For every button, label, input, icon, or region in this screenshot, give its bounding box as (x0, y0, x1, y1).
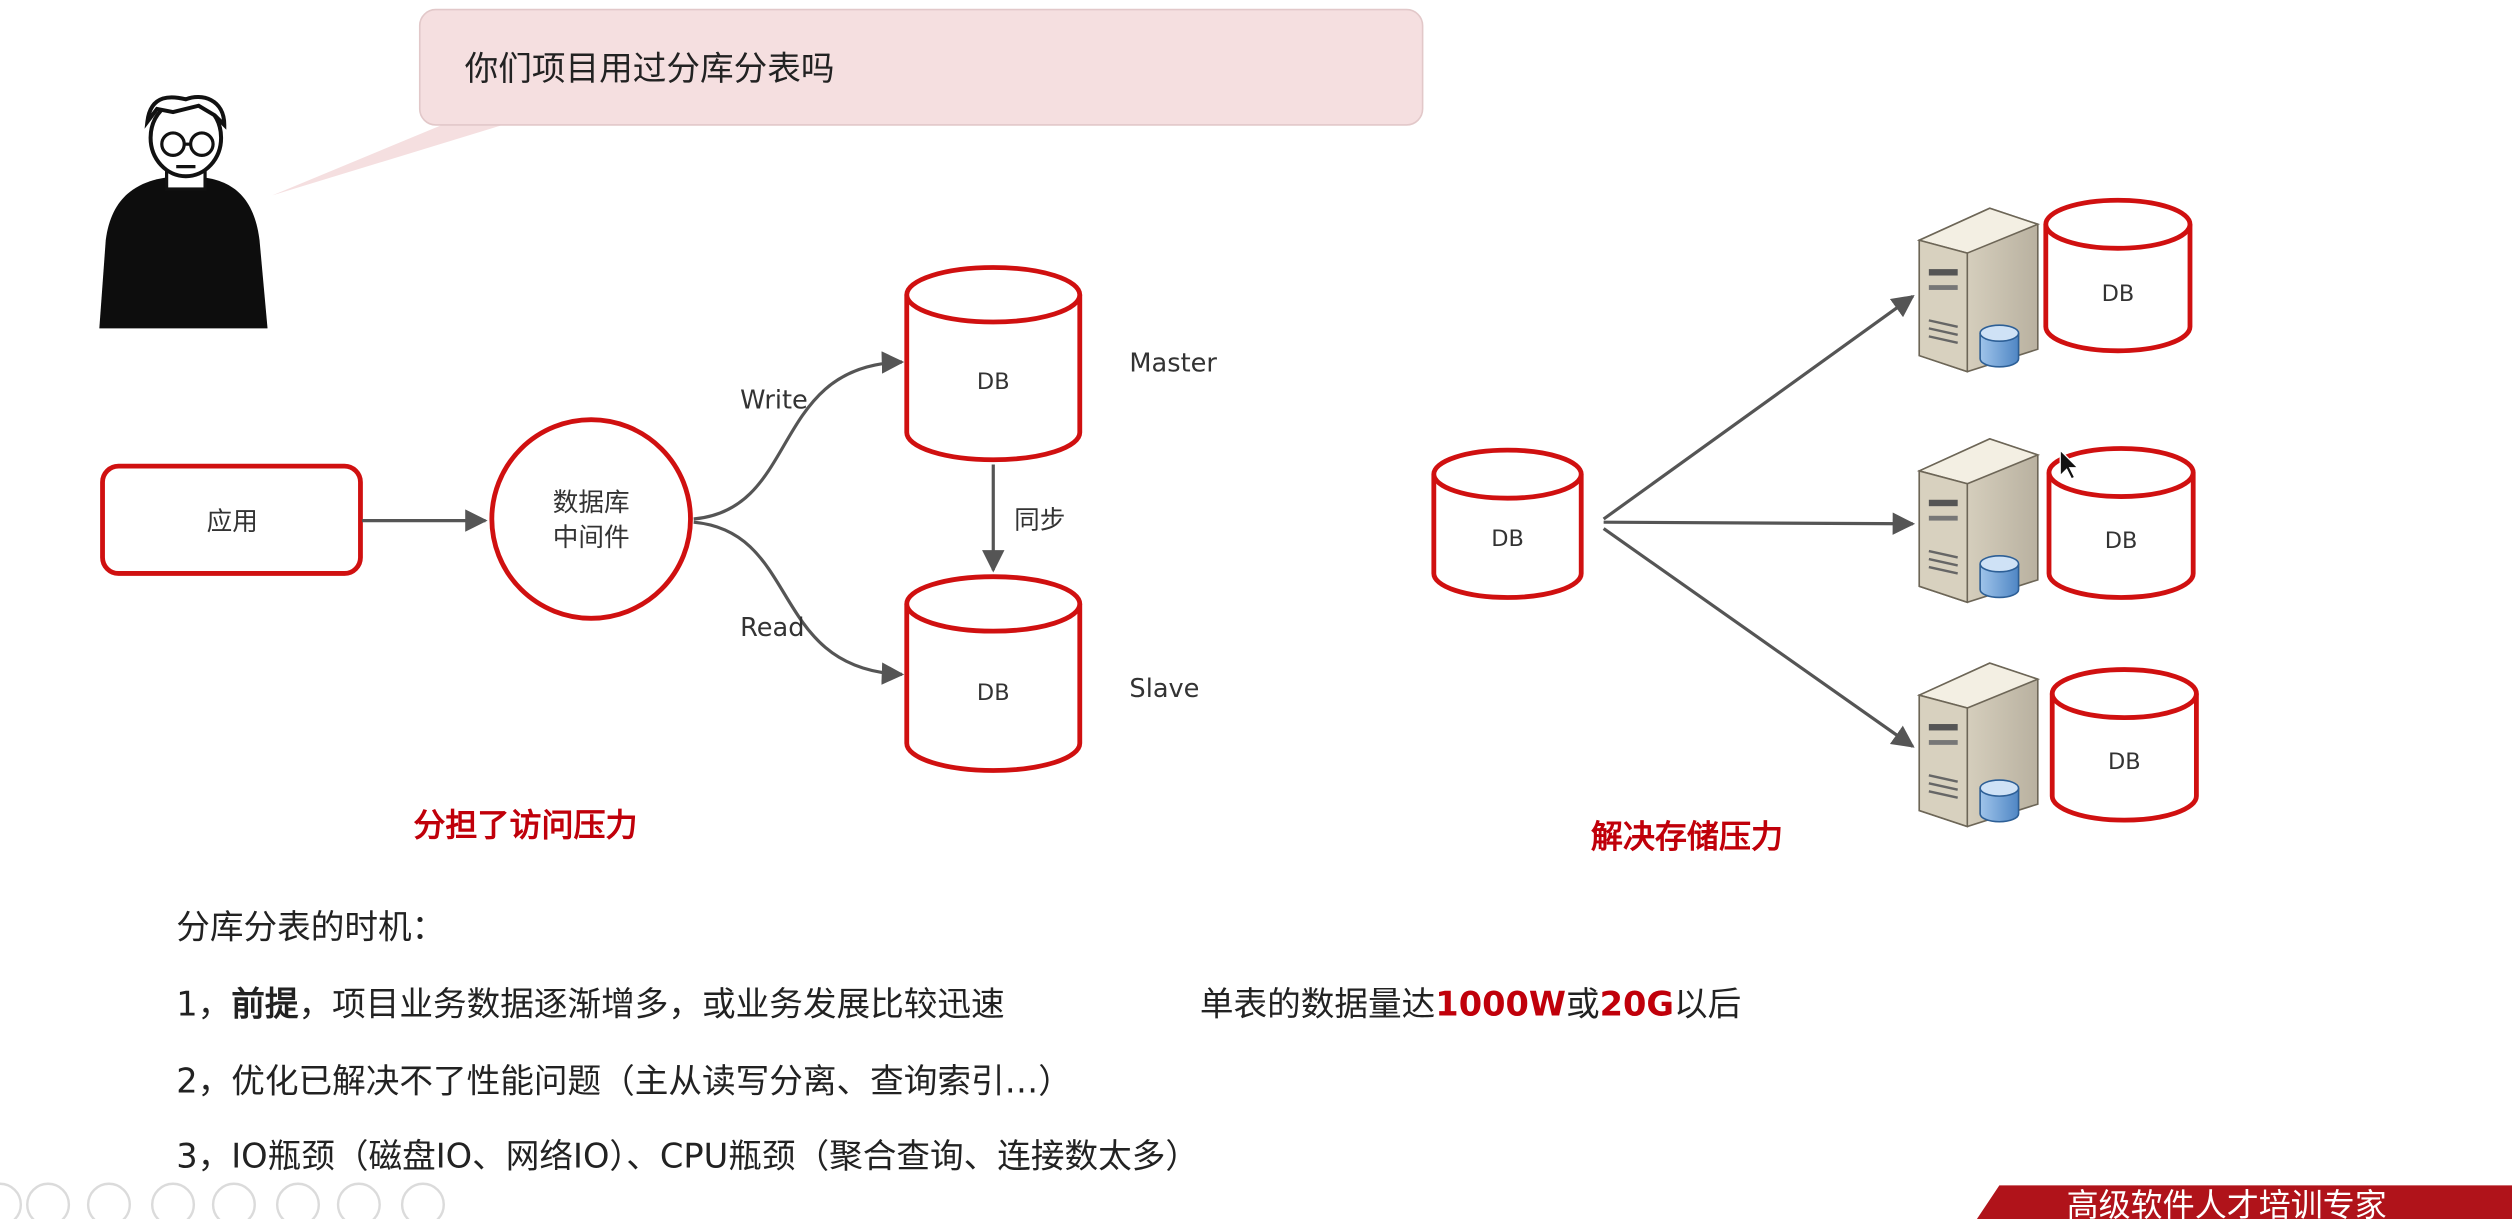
note-1-highlight-1: 1000W (1435, 985, 1566, 1024)
master-db-label: DB (977, 369, 1010, 395)
note-1-highlight-2: 20G (1600, 985, 1674, 1024)
prev-icon[interactable] (0, 1182, 23, 1225)
server-icon (1916, 207, 2041, 373)
source-db-label: DB (1491, 526, 1524, 552)
cursor-icon (2059, 448, 2080, 480)
note-1-tail-a: 单表的数据量达 (1200, 985, 1435, 1024)
bubble-text: 你们项目用过分库分表吗 (465, 49, 835, 88)
note-1-rest: ，项目业务数据逐渐增多，或业务发展比较迅速 (299, 985, 1005, 1024)
write-label: Write (740, 385, 808, 415)
target-db-cylinder-2 (2046, 446, 2196, 600)
server-icon (1916, 662, 2041, 828)
subtitle-icon[interactable] (336, 1182, 381, 1225)
target-db-label-2: DB (2105, 528, 2138, 554)
master-db-cylinder (904, 265, 1083, 463)
app-box (100, 463, 363, 576)
write-arrow (693, 351, 905, 521)
brand-banner: 高级软件人才培训专家 (1976, 1185, 2512, 1224)
target-db-label-3: DB (2108, 749, 2141, 775)
app-label: 应用 (207, 507, 258, 537)
middleware-circle (489, 417, 693, 621)
note-1-tail-b: 或 (1566, 985, 1600, 1024)
note-line-1: 1，前提，项目业务数据逐渐增多，或业务发展比较迅速 (176, 985, 1004, 1024)
note-1-tail-c: 以后 (1674, 985, 1741, 1024)
left-caption: 分担了访问压力 (413, 806, 637, 844)
note-line-1-tail: 单表的数据量达1000W或20G以后 (1200, 985, 1741, 1024)
copy-icon[interactable] (150, 1182, 196, 1225)
slave-db-cylinder (904, 574, 1083, 773)
server-icon (1916, 438, 2041, 604)
sync-label: 同步 (1014, 506, 1065, 536)
middleware-label-1: 数据库 (553, 488, 630, 518)
read-label: Read (740, 613, 804, 643)
play-icon[interactable] (26, 1182, 71, 1225)
shard-arrow-3 (1602, 527, 1915, 748)
source-db-cylinder (1431, 447, 1584, 600)
slides-icon[interactable] (275, 1182, 321, 1225)
more-icon[interactable] (400, 1182, 445, 1225)
target-db-cylinder-3 (2049, 667, 2199, 823)
note-line-3: 3，IO瓶颈（磁盘IO、网络IO）、CPU瓶颈（聚合查询、连接数太多） (176, 1137, 1199, 1176)
target-db-cylinder-1 (2043, 197, 2193, 354)
middleware-label-2: 中间件 (553, 523, 630, 553)
banner-text: 高级软件人才培训专家 (2067, 1186, 2387, 1219)
player-controls[interactable] (0, 1182, 445, 1225)
sharding-diagram: DB DB (1431, 197, 2199, 855)
note-1-bold: 前提 (231, 985, 299, 1024)
master-label: Master (1129, 349, 1217, 379)
note-line-2: 2，优化已解决不了性能问题（主从读写分离、查询索引…） (176, 1061, 1072, 1100)
shard-arrow-1 (1602, 295, 1915, 521)
pen-icon[interactable] (86, 1182, 131, 1225)
read-write-diagram: 应用 数据库 中间件 Write Read DB Master 同步 DB Sl… (100, 265, 1217, 844)
shard-arrow-2 (1603, 512, 1916, 535)
slave-label: Slave (1129, 674, 1199, 704)
slave-db-label: DB (977, 680, 1010, 706)
target-db-label-1: DB (2102, 281, 2135, 307)
timing-notes: 分库分表的时机： 1，前提，项目业务数据逐渐增多，或业务发展比较迅速 单表的数据… (176, 908, 1741, 1176)
read-arrow (693, 520, 905, 685)
avatar (99, 95, 268, 329)
right-caption: 解决存储压力 (1591, 817, 1783, 855)
notes-heading: 分库分表的时机： (176, 908, 445, 947)
speech-bubble: 你们项目用过分库分表吗 (272, 8, 1424, 196)
note-1-prefix: 1， (176, 985, 231, 1024)
zoom-icon[interactable] (211, 1182, 256, 1225)
